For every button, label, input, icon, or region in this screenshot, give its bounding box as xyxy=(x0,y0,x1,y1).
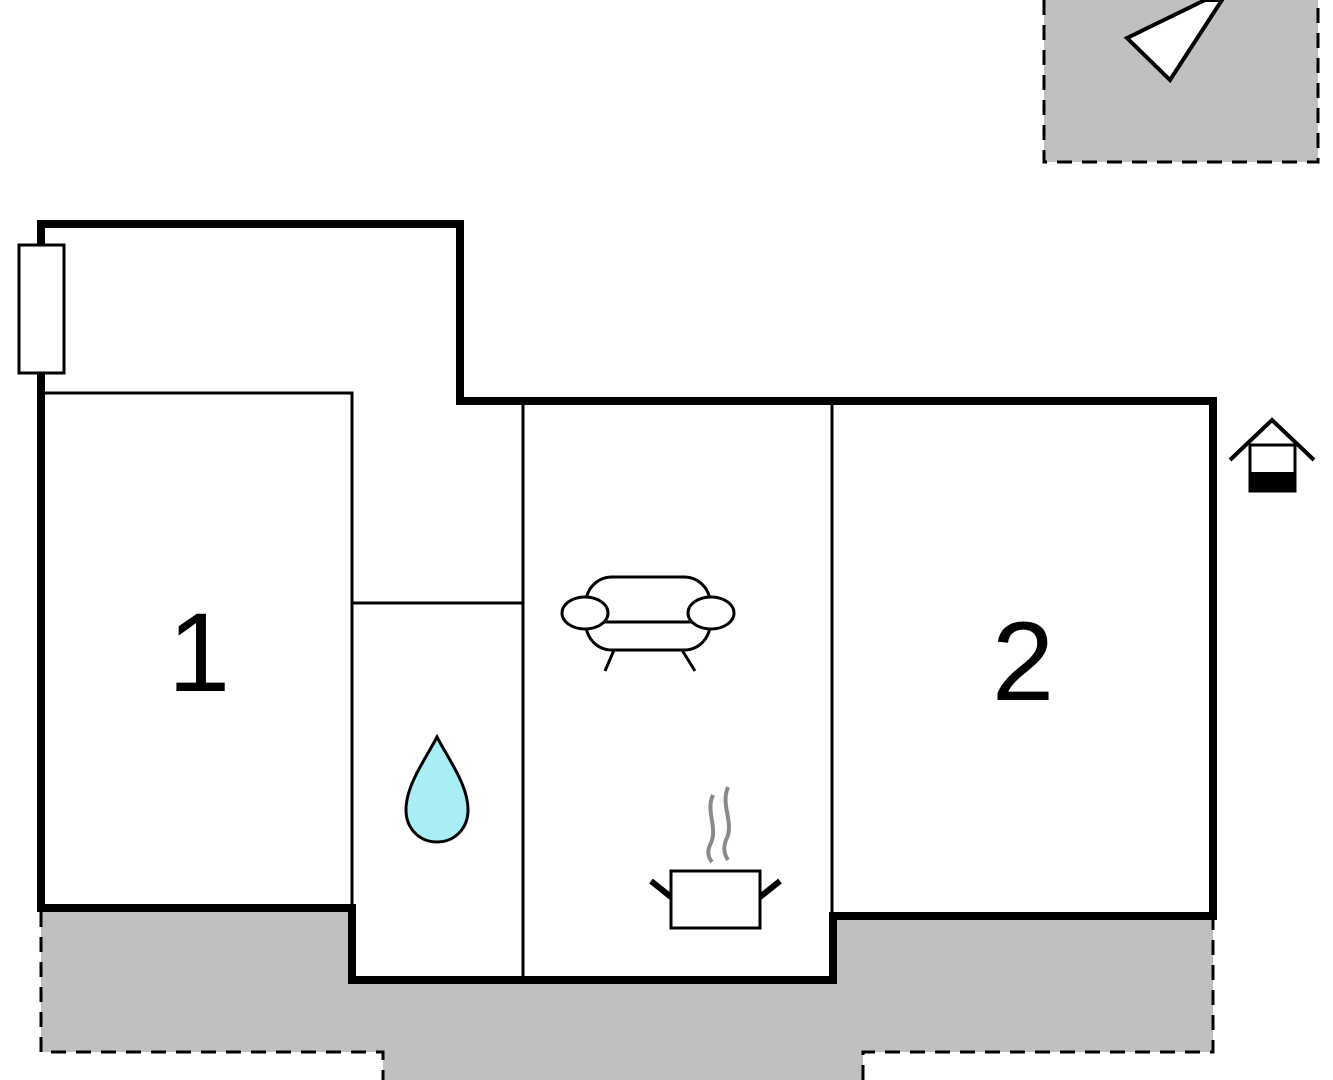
house-entrance-icon xyxy=(1228,417,1316,493)
interior-walls xyxy=(41,391,834,980)
window-icon xyxy=(17,243,66,375)
exterior-walls xyxy=(37,220,1217,984)
north-arrow-icon xyxy=(1123,0,1225,84)
water-drop-icon xyxy=(404,733,470,844)
room-1-label: 1 xyxy=(168,590,230,715)
terrace-bottom xyxy=(39,912,1215,1080)
cooking-pot-icon xyxy=(649,786,782,930)
bedroom-1-wall xyxy=(41,391,354,908)
sofa-icon xyxy=(560,575,736,672)
room-2-label: 2 xyxy=(992,599,1054,724)
